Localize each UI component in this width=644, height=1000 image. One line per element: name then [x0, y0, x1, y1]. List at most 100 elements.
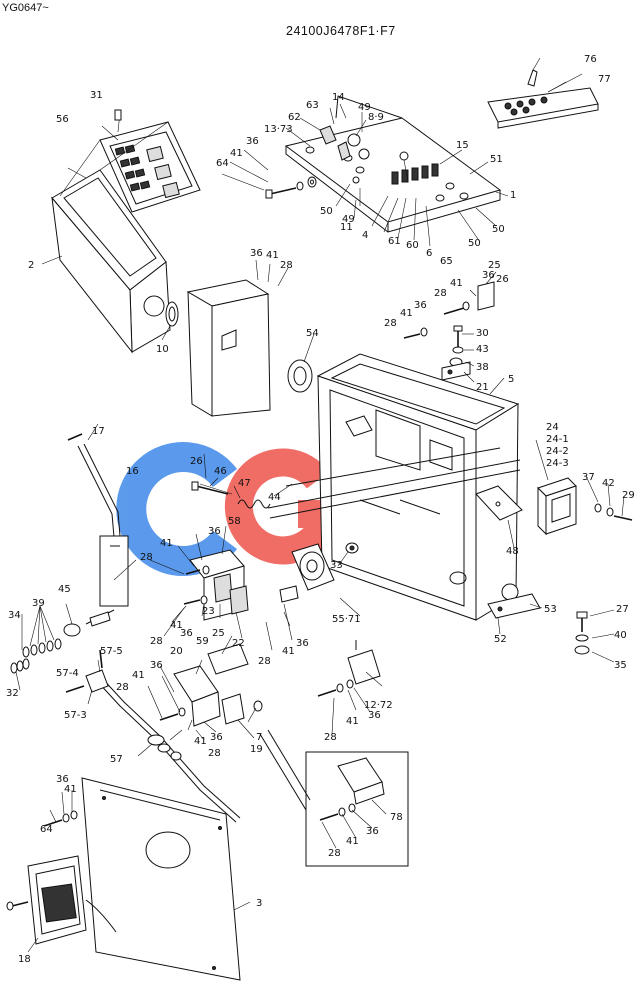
callout: 42: [602, 478, 615, 489]
callout: 18: [18, 954, 31, 965]
callout: 10: [156, 344, 169, 355]
callout: 36: [482, 270, 495, 281]
callout: 53: [544, 604, 557, 615]
callout: 33: [330, 560, 343, 571]
callout: 20: [170, 646, 183, 657]
hardware-top-left: [265, 176, 317, 199]
callout: 77: [598, 74, 611, 85]
callout: 52: [494, 634, 507, 645]
callout: 28: [280, 260, 293, 271]
callout: 57-5: [100, 646, 123, 657]
serial-range-label: YG0647~: [2, 2, 49, 14]
callout: 59: [196, 636, 209, 647]
callout: 41: [450, 278, 463, 289]
leader-lines: [15, 73, 625, 953]
callout: 50: [320, 206, 333, 217]
callout: 28: [384, 318, 397, 329]
callout: 28: [116, 682, 129, 693]
callout: 57-4: [56, 668, 79, 679]
callout: 30: [476, 328, 489, 339]
callout: 50: [492, 224, 505, 235]
callout: 41: [170, 620, 183, 631]
callout: 4: [362, 230, 368, 241]
callout: 28: [328, 848, 341, 859]
callout: 40: [614, 630, 627, 641]
callout: 28: [324, 732, 337, 743]
watermark-letter-c1: [116, 442, 238, 576]
inset-detail-78: [259, 729, 409, 867]
callout: 51: [490, 154, 503, 165]
callout: 41: [230, 148, 243, 159]
callout: 13·73: [264, 124, 293, 135]
callout: 45: [58, 584, 71, 595]
callout: 47: [238, 478, 251, 489]
console-housing-2: [51, 121, 171, 354]
callout: 31: [90, 90, 103, 101]
callout: 41: [64, 784, 77, 795]
right-upper-hardware: [403, 281, 495, 381]
callout: 7: [256, 732, 262, 743]
callout: 14: [332, 92, 345, 103]
callout: 28: [150, 636, 163, 647]
relay-box-24: [537, 477, 633, 536]
spring-47: [191, 481, 271, 509]
callout: 41: [132, 670, 145, 681]
grommet-54: [287, 359, 313, 393]
callout: 41: [400, 308, 413, 319]
callout: 41: [194, 736, 207, 747]
callout: 25: [488, 260, 501, 271]
callout: 50: [468, 238, 481, 249]
callout: 24-2: [546, 446, 569, 457]
callout: 49: [342, 214, 355, 225]
callout: 63: [306, 100, 319, 111]
callout: 36: [368, 710, 381, 721]
callout: 55·71: [332, 614, 361, 625]
callout: 28: [140, 552, 153, 563]
cover-panel-3: [43, 777, 241, 981]
shaft-rods: [199, 447, 521, 519]
callout: 36: [150, 660, 163, 671]
part-33: [345, 542, 359, 554]
callout: 6: [426, 248, 432, 259]
callout: 27: [616, 604, 629, 615]
callout: 76: [584, 54, 597, 65]
callout: 28: [258, 656, 271, 667]
top-panel-1: [284, 95, 502, 233]
callout: 64: [40, 824, 53, 835]
callout: 54: [306, 328, 319, 339]
switch-panel-56: [99, 109, 201, 213]
bracket-20-59: [159, 643, 263, 727]
callout: 2: [28, 260, 34, 271]
callout: 62: [288, 112, 301, 123]
callout: 36: [56, 774, 69, 785]
callout: 36: [246, 136, 259, 147]
callout: 48: [506, 546, 519, 557]
callout: 41: [266, 250, 279, 261]
callout: 58: [228, 516, 241, 527]
callout: 38: [476, 362, 489, 373]
callout: 19: [250, 744, 263, 755]
callout: 11: [340, 222, 353, 233]
callout: 36: [414, 300, 427, 311]
right-lower-hardware: [574, 611, 590, 655]
grommet-10: [165, 301, 179, 327]
switch-brackets-22-23: [183, 549, 249, 621]
control-cable-57: [65, 649, 241, 823]
callout: 24-1: [546, 434, 569, 445]
callout: 24: [546, 422, 559, 433]
callout: 57-3: [64, 710, 87, 721]
part-number-title: 24100J6478F1·F7: [286, 24, 396, 38]
watermark-letter-g: [224, 448, 334, 565]
callout: 24-3: [546, 458, 569, 469]
callout: 78: [390, 812, 403, 823]
panel-76-77: [487, 57, 599, 129]
callout: 16: [126, 466, 139, 477]
callout: 41: [282, 646, 295, 657]
callout: 57: [110, 754, 123, 765]
callout: 21: [476, 382, 489, 393]
callout: 37: [582, 472, 595, 483]
callout: 34: [8, 610, 21, 621]
callout: 41: [160, 538, 173, 549]
